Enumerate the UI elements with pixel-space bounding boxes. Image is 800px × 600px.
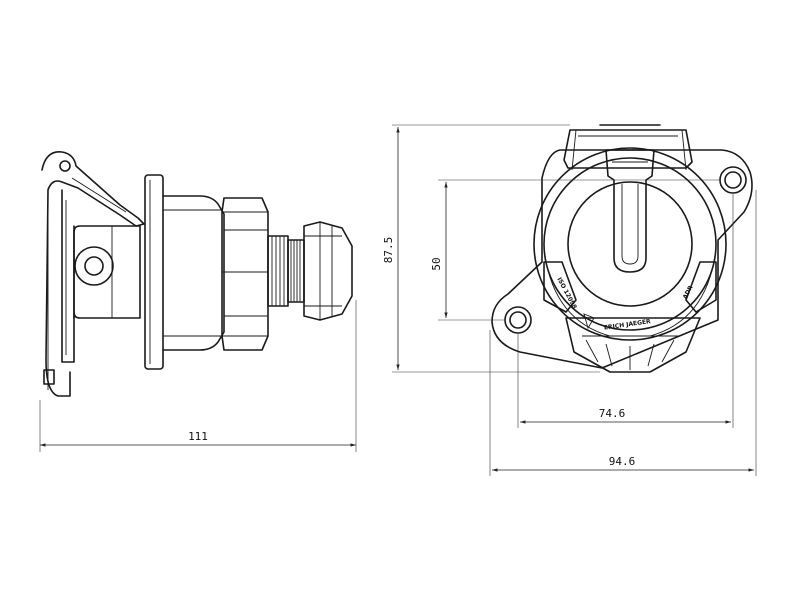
dim-50-label: 50 [430, 257, 443, 270]
dim-94-6-label: 94.6 [609, 455, 636, 468]
rear-body [162, 195, 225, 351]
dimension-87-5: 87.5 [382, 124, 600, 373]
thread [267, 235, 305, 307]
hinged-lid [41, 151, 145, 397]
dim-111-label: 111 [188, 430, 208, 443]
socket-housing [61, 189, 141, 363]
cable-gland [303, 221, 353, 321]
logo-mark [583, 313, 595, 330]
mounting-boss [74, 246, 114, 286]
hex-nut [221, 197, 269, 351]
side-grips [543, 261, 717, 313]
right-marking: ADR [682, 284, 695, 300]
dimension-94-6: 94.6 [489, 190, 757, 476]
side-view: 111 [39, 151, 357, 452]
dim-74-6-label: 74.6 [599, 407, 626, 420]
dim-87-5-label: 87.5 [382, 237, 395, 264]
hinge-bracket [563, 124, 693, 171]
dimension-111: 111 [39, 300, 357, 452]
socket-ring [533, 147, 727, 341]
front-view: ERICH JAEGER ISO 12098 ADR 87.5 50 74.6 [382, 124, 757, 476]
bottom-ribs [565, 317, 701, 373]
dimension-74-6: 74.6 [517, 194, 734, 428]
lid-latch [605, 149, 655, 273]
dimension-50: 50 [430, 179, 720, 321]
mounting-flange [144, 174, 164, 370]
